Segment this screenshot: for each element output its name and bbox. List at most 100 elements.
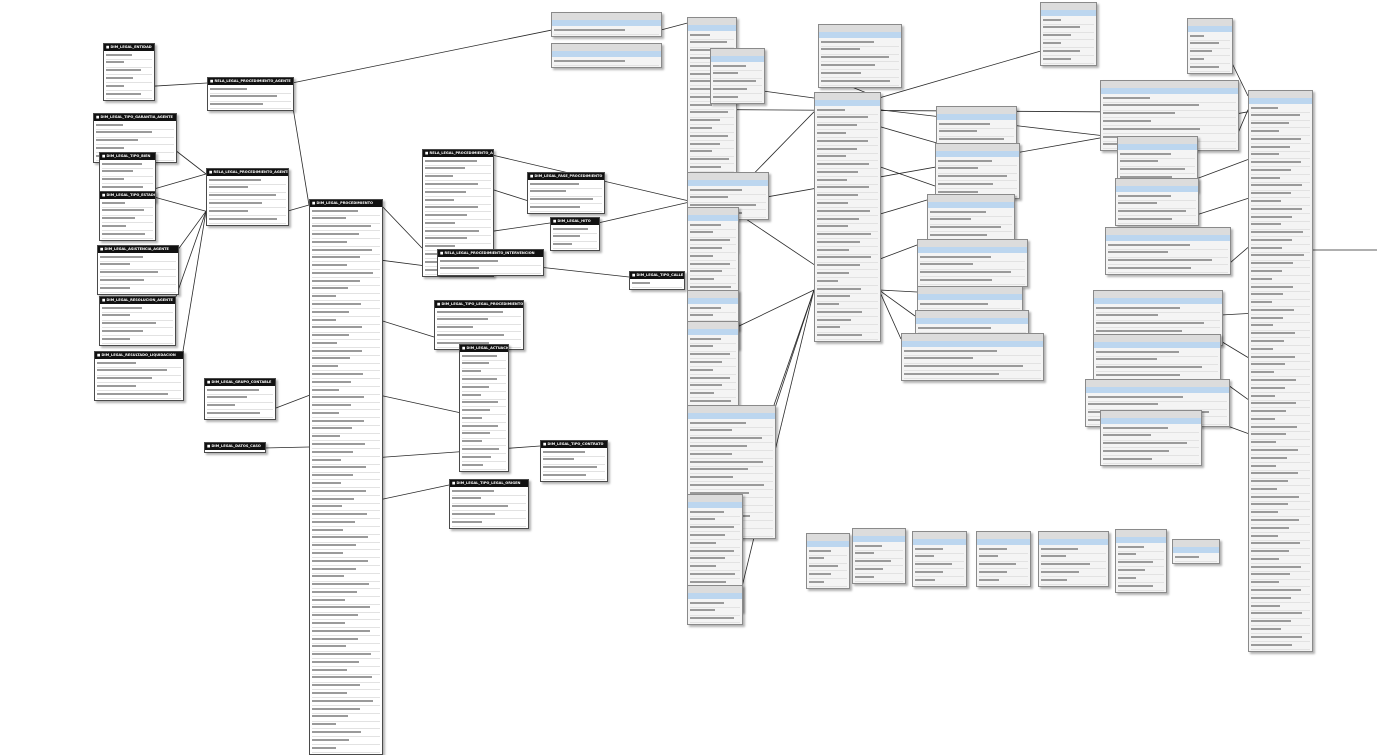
table-header[interactable]: ■ DIM_LEGAL_TIPO_LEGAL_PROCEDIMIENTO (435, 301, 523, 308)
table-header[interactable] (688, 291, 738, 298)
table-header[interactable] (688, 406, 775, 413)
table-g-bot-1[interactable] (806, 533, 850, 589)
table-header[interactable] (688, 586, 742, 593)
table-header[interactable] (1116, 179, 1198, 186)
table-g-col6-main[interactable] (1248, 90, 1313, 652)
table-header[interactable] (1249, 91, 1312, 98)
table-header[interactable] (552, 44, 661, 51)
table-g-bot-2[interactable] (852, 528, 906, 584)
table-g-col1-b[interactable] (710, 48, 765, 104)
table-header[interactable] (1188, 19, 1232, 26)
table-g-col5-g[interactable] (1100, 410, 1202, 466)
table-header[interactable] (913, 532, 966, 539)
table-g-col4-g[interactable] (901, 333, 1044, 382)
table-header[interactable] (1173, 540, 1219, 547)
table-header[interactable]: ■ DIM_LEGAL_TIPO_GARANTIA_AGENTE (94, 114, 176, 121)
table-header[interactable] (1094, 291, 1222, 298)
table-header[interactable] (1086, 380, 1229, 387)
table-header[interactable] (815, 93, 880, 100)
table-dim-legal-grupo-contable[interactable]: ■ DIM_LEGAL_GRUPO_CONTABLE (204, 378, 276, 421)
table-header[interactable]: ■ DIM_LEGAL_ASISTENCIA_AGENTE (98, 246, 178, 253)
table-dim-legal-hito[interactable]: ■ DIM_LEGAL_HITO (550, 217, 600, 252)
table-g-col4-c[interactable] (927, 194, 1015, 243)
table-header[interactable] (552, 13, 661, 20)
table-dim-legal-tipo-estado[interactable]: ■ DIM_LEGAL_TIPO_ESTADO (99, 191, 156, 241)
table-g-col1-i[interactable] (687, 585, 743, 626)
table-dim-legal-resolucion-agente[interactable]: ■ DIM_LEGAL_RESOLUCION_AGENTE (99, 296, 176, 346)
table-header[interactable] (902, 334, 1043, 341)
table-dim-legal-fase-procedimiento[interactable]: ■ DIM_LEGAL_FASE_PROCEDIMIENTO (527, 172, 605, 215)
table-header[interactable]: ■ DIM_LEGAL_TIPO_CALLE (630, 272, 684, 279)
table-g-bot-5[interactable] (1038, 531, 1109, 587)
table-header[interactable]: ■ DIM_LEGAL_RESULTADO_LIQUIDACION (95, 352, 183, 359)
table-dim-legal-entidad[interactable]: ■ DIM_LEGAL_ENTIDAD (103, 43, 155, 101)
table-header[interactable]: ■ DIM_LEGAL_PROCEDIMIENTO (310, 200, 382, 207)
table-header[interactable] (1039, 532, 1108, 539)
table-g-col6-top[interactable] (1187, 18, 1233, 74)
table-header[interactable] (928, 195, 1014, 202)
table-header[interactable] (918, 240, 1027, 247)
table-dim-legal-procedimiento[interactable]: ■ DIM_LEGAL_PROCEDIMIENTO (309, 199, 383, 755)
table-header[interactable] (819, 25, 901, 32)
table-header[interactable] (918, 287, 1022, 294)
table-g-top-small-1[interactable] (551, 12, 662, 37)
table-header[interactable] (1106, 228, 1230, 235)
table-g-col5-c[interactable] (1105, 227, 1231, 276)
table-g-col4-b[interactable] (935, 143, 1020, 199)
table-g-col3-top[interactable] (1040, 2, 1097, 66)
table-header[interactable]: ■ DIM_LEGAL_FASE_PROCEDIMIENTO (528, 173, 604, 180)
table-header[interactable]: ■ RELA_LEGAL_PROCEDIMIENTO_ACTUACION (423, 150, 493, 157)
table-rela-legal-procedimiento-intervencion[interactable]: ■ RELA_LEGAL_PROCEDIMIENTO_INTERVENCION (437, 249, 544, 276)
table-header[interactable]: ■ DIM_LEGAL_TIPO_BIEN (100, 153, 155, 160)
table-header[interactable]: ■ DIM_LEGAL_ENTIDAD (104, 44, 154, 51)
table-g-bot-4[interactable] (976, 531, 1031, 587)
table-header[interactable]: ■ DIM_LEGAL_TIPO_LEGAL_ORIGEN (450, 480, 528, 487)
table-dim-legal-actuacion[interactable]: ■ DIM_LEGAL_ACTUACION (459, 344, 509, 472)
table-header[interactable] (936, 144, 1019, 151)
table-header[interactable] (1118, 137, 1197, 144)
table-header[interactable] (1101, 81, 1238, 88)
table-header[interactable]: ■ DIM_LEGAL_ACTUACION (460, 345, 508, 352)
table-header[interactable]: ■ DIM_LEGAL_TIPO_CONTRATO (541, 441, 607, 448)
table-g-col3-main[interactable] (814, 92, 881, 343)
table-g-col1-f[interactable] (687, 321, 739, 416)
table-header[interactable] (688, 495, 742, 502)
table-header[interactable] (1101, 411, 1201, 418)
table-dim-legal-tipo-legal-origen[interactable]: ■ DIM_LEGAL_TIPO_LEGAL_ORIGEN (449, 479, 529, 529)
table-g-bot-7[interactable] (1172, 539, 1220, 564)
table-dim-legal-resultado-liquidacion[interactable]: ■ DIM_LEGAL_RESULTADO_LIQUIDACION (94, 351, 184, 401)
table-g-bot-6[interactable] (1115, 529, 1167, 593)
table-header[interactable] (688, 208, 738, 215)
table-header[interactable] (937, 107, 1016, 114)
table-g-col4-d[interactable] (917, 239, 1028, 288)
table-header[interactable] (853, 529, 905, 536)
table-header[interactable]: ■ DIM_LEGAL_HITO (551, 218, 599, 225)
table-header[interactable] (1116, 530, 1166, 537)
table-rela-legal-procedimiento-agente[interactable]: ■ RELA_LEGAL_PROCEDIMIENTO_AGENTE (207, 77, 294, 112)
table-dim-legal-tipo-legal-procedimiento[interactable]: ■ DIM_LEGAL_TIPO_LEGAL_PROCEDIMIENTO (434, 300, 524, 350)
table-header[interactable]: ■ DIM_LEGAL_DATOS_CASO (205, 443, 265, 450)
table-header[interactable] (688, 173, 768, 180)
table-header[interactable]: ■ DIM_LEGAL_RESOLUCION_AGENTE (100, 297, 175, 304)
table-header[interactable]: ■ DIM_LEGAL_GRUPO_CONTABLE (205, 379, 275, 386)
table-dim-legal-tipo-calle[interactable]: ■ DIM_LEGAL_TIPO_CALLE (629, 271, 685, 290)
table-header[interactable]: ■ RELA_LEGAL_PROCEDIMIENTO_INTERVENCION (438, 250, 543, 257)
table-g-col2-a[interactable] (818, 24, 902, 88)
table-header[interactable] (688, 322, 738, 329)
table-header[interactable]: ■ DIM_LEGAL_TIPO_ESTADO (100, 192, 155, 199)
table-g-col5-b[interactable] (1115, 178, 1199, 227)
table-dim-legal-datos-caso[interactable]: ■ DIM_LEGAL_DATOS_CASO (204, 442, 266, 453)
table-header[interactable] (1041, 3, 1096, 10)
table-header[interactable] (688, 18, 736, 25)
table-g-bot-3[interactable] (912, 531, 967, 587)
table-header[interactable] (977, 532, 1030, 539)
table-header[interactable] (711, 49, 764, 56)
table-header[interactable] (807, 534, 849, 541)
table-rela-legal-procedimiento-agente-2[interactable]: ■ RELA_LEGAL_PROCEDIMIENTO_AGENTE (206, 168, 289, 226)
table-dim-legal-tipo-contrato[interactable]: ■ DIM_LEGAL_TIPO_CONTRATO (540, 440, 608, 483)
table-header[interactable]: ■ RELA_LEGAL_PROCEDIMIENTO_AGENTE (208, 78, 293, 85)
table-header[interactable]: ■ RELA_LEGAL_PROCEDIMIENTO_AGENTE (207, 169, 288, 176)
table-header[interactable] (1094, 335, 1220, 342)
table-g-top-small-2[interactable] (551, 43, 662, 68)
table-dim-legal-asistencia-agente[interactable]: ■ DIM_LEGAL_ASISTENCIA_AGENTE (97, 245, 179, 295)
